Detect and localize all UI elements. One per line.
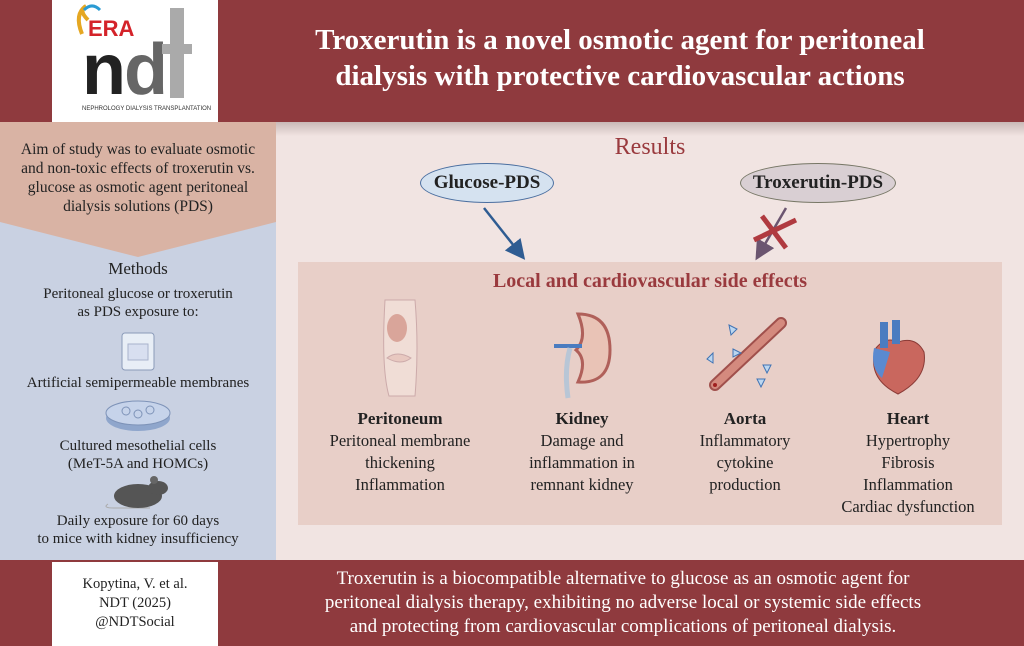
- aorta-icon: [706, 317, 787, 391]
- item-line: to mice with kidney insufficiency: [37, 531, 239, 547]
- intro-line: as PDS exposure to:: [77, 304, 199, 320]
- method-item: Daily exposure for 60 days to mice with k…: [0, 512, 276, 548]
- svg-text:n: n: [82, 30, 122, 110]
- effect-line: Peritoneal membrane: [329, 431, 471, 450]
- glucose-pds-label: Glucose-PDS: [420, 163, 554, 203]
- citation: Kopytina, V. et al. NDT (2025) @NDTSocial: [52, 562, 218, 646]
- effect-line: Hypertrophy: [865, 431, 951, 450]
- effect-line: inflammation in: [529, 453, 635, 472]
- conclusion-line: peritoneal dialysis therapy, exhibiting …: [324, 592, 922, 613]
- organ-name: Peritoneum: [357, 409, 443, 428]
- ndt-logo: ERA n d NEPHROLOGY DIALYSIS TRANSPLANTAT…: [52, 0, 218, 122]
- troxerutin-pds-label: Troxerutin-PDS: [740, 163, 896, 203]
- methods-heading: Methods: [108, 259, 168, 278]
- organ-name: Aorta: [723, 409, 767, 428]
- conclusion: Troxerutin is a biocompatible alternativ…: [228, 567, 1018, 639]
- organ-name: Kidney: [555, 409, 609, 428]
- effect-line: Inflammation: [355, 475, 445, 494]
- glucose-arrow: [483, 207, 526, 260]
- mouse-icon: [105, 476, 168, 509]
- intro-line: Peritoneal glucose or troxerutin: [43, 286, 233, 302]
- heart-icon: [873, 320, 925, 395]
- svg-text:d: d: [124, 30, 168, 110]
- title-line: dialysis with protective cardiovascular …: [335, 60, 905, 92]
- method-item: Artificial semipermeable membranes: [26, 375, 250, 391]
- effect-line: production: [709, 475, 781, 494]
- item-line: Cultured mesothelial cells: [59, 438, 217, 454]
- item-line: Daily exposure for 60 days: [56, 513, 220, 529]
- methods-intro: Peritoneal glucose or troxerutin as PDS e…: [0, 285, 276, 321]
- side-effects-title: Local and cardiovascular side effects: [492, 270, 808, 292]
- effect-line: Fibrosis: [881, 453, 935, 472]
- method-item: Cultured mesothelial cells (MeT-5A and HO…: [0, 437, 276, 473]
- effect-line: Damage and: [540, 431, 624, 450]
- effect-line: Inflammation: [863, 475, 953, 494]
- citation-journal: NDT (2025): [99, 595, 171, 611]
- aim-chevron: [0, 122, 276, 257]
- effect-line: Inflammatory: [699, 431, 791, 450]
- svg-text:NEPHROLOGY DIALYSIS TRANSPLANT: NEPHROLOGY DIALYSIS TRANSPLANTATION: [82, 106, 211, 112]
- conclusion-line: and protecting from cardiovascular compl…: [349, 616, 897, 637]
- kidney-icon: [554, 312, 612, 399]
- organ-name: Heart: [886, 409, 930, 428]
- citation-authors: Kopytina, V. et al.: [82, 576, 188, 592]
- svg-text:ERA: ERA: [88, 16, 135, 41]
- effect-line: Cardiac dysfunction: [841, 497, 975, 516]
- blocked-x-icon: [752, 214, 798, 250]
- aim-text: Aim of study was to evaluate osmotic and…: [20, 141, 256, 215]
- effect-line: remnant kidney: [530, 475, 634, 494]
- results-heading: Results: [614, 134, 686, 160]
- conclusion-line: Troxerutin is a biocompatible alternativ…: [336, 568, 910, 589]
- effect-line: cytokine: [716, 453, 774, 472]
- social-handle[interactable]: @NDTSocial: [95, 614, 175, 630]
- title-line: Troxerutin is a novel osmotic agent for …: [315, 24, 925, 56]
- peritoneum-icon: [383, 299, 418, 397]
- petri-dish-icon: [105, 400, 171, 431]
- beaker-icon: [121, 332, 155, 371]
- item-line: (MeT-5A and HOMCs): [67, 456, 209, 472]
- effect-line: thickening: [365, 453, 435, 472]
- page-title: Troxerutin is a novel osmotic agent for …: [235, 22, 1005, 94]
- result-arrows: [483, 207, 798, 261]
- divider: [276, 122, 1024, 136]
